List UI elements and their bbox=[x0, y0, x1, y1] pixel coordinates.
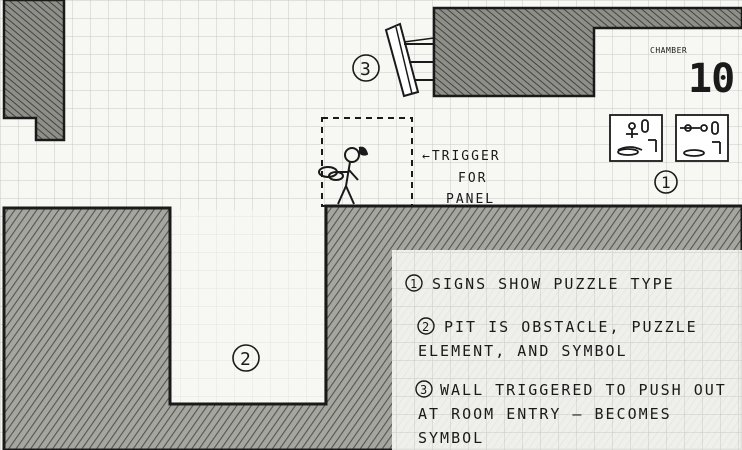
legend-item-3-line-1: WALL TRIGGERED TO PUSH OUT bbox=[440, 381, 727, 399]
legend-item-3-line-3: SYMBOL bbox=[418, 429, 484, 447]
legend-item-3-num: 3 bbox=[420, 383, 427, 397]
chamber-number: 10 bbox=[688, 56, 734, 102]
puzzle-sign-right bbox=[676, 115, 728, 161]
puzzle-sign-left bbox=[610, 115, 662, 161]
marker-two-text: 2 bbox=[240, 349, 251, 370]
trigger-note-line1: ←TRIGGER bbox=[422, 149, 501, 164]
trigger-note-line2: FOR bbox=[458, 171, 487, 186]
pit-paper bbox=[172, 210, 324, 402]
legend-item-2-num: 2 bbox=[422, 320, 429, 334]
legend-item-2-line-2: ELEMENT, AND SYMBOL bbox=[418, 342, 628, 360]
marker-three-text: 3 bbox=[360, 59, 371, 80]
trigger-note-line3: PANEL bbox=[446, 192, 495, 207]
legend-item-1-line-1: SIGNS SHOW PUZZLE TYPE bbox=[432, 275, 675, 293]
legend-item-1: 1 SIGNS SHOW PUZZLE TYPE bbox=[406, 275, 675, 293]
legend-item-3-line-2: AT ROOM ENTRY – BECOMES bbox=[418, 405, 672, 423]
marker-one-text: 1 bbox=[661, 173, 671, 192]
legend-item-1-num: 1 bbox=[410, 277, 417, 291]
chamber-label: CHAMBER bbox=[650, 46, 687, 55]
wall-top-left bbox=[4, 0, 64, 140]
legend-item-2-line-1: PIT IS OBSTACLE, PUZZLE bbox=[444, 318, 698, 336]
